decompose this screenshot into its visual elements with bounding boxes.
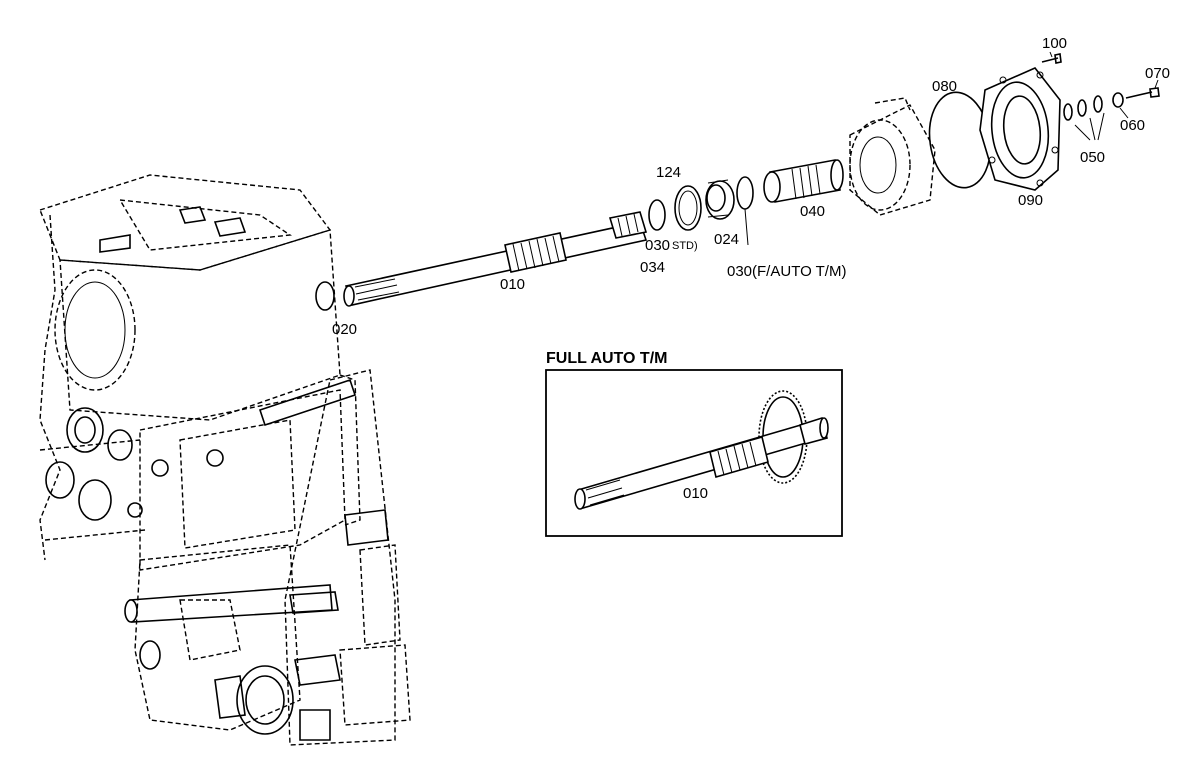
label-060: 060 bbox=[1120, 117, 1145, 134]
pump-body bbox=[849, 97, 936, 216]
washer-060 bbox=[1112, 92, 1124, 108]
rings-030-034 bbox=[648, 185, 702, 231]
full-auto-inset: FULL AUTO T/M 010 bbox=[545, 350, 843, 537]
inset-title: FULL AUTO T/M bbox=[546, 350, 667, 367]
label-124: 124 bbox=[656, 164, 681, 181]
label-010: 010 bbox=[500, 276, 525, 293]
bolt-070 bbox=[1125, 87, 1160, 99]
input-shaft-010 bbox=[343, 211, 648, 307]
inset-frame bbox=[545, 369, 843, 537]
label-030-std: 030 bbox=[645, 237, 670, 254]
inset-label-010: 010 bbox=[683, 485, 708, 502]
label-030-f-auto: 030(F/AUTO T/M) bbox=[727, 263, 846, 280]
label-020: 020 bbox=[332, 321, 357, 338]
label-050: 050 bbox=[1080, 149, 1105, 166]
bearing-024 bbox=[705, 179, 735, 220]
bolt-100 bbox=[1041, 53, 1062, 64]
label-080: 080 bbox=[932, 78, 957, 95]
transmission-housing bbox=[39, 174, 411, 746]
inset-shaft-010 bbox=[574, 416, 829, 510]
label-040: 040 bbox=[800, 203, 825, 220]
label-024: 024 bbox=[714, 231, 739, 248]
sleeve-040 bbox=[763, 159, 844, 203]
oring-020 bbox=[315, 281, 335, 311]
leader-lines bbox=[744, 51, 1159, 246]
label-030-std-suffix: STD) bbox=[672, 240, 698, 252]
ring-030-f-auto bbox=[736, 176, 754, 210]
label-034: 034 bbox=[640, 259, 665, 276]
label-070: 070 bbox=[1145, 65, 1170, 82]
label-100: 100 bbox=[1042, 35, 1067, 52]
seal-rings-050 bbox=[1063, 95, 1103, 121]
cover-090 bbox=[979, 67, 1061, 191]
label-090: 090 bbox=[1018, 192, 1043, 209]
